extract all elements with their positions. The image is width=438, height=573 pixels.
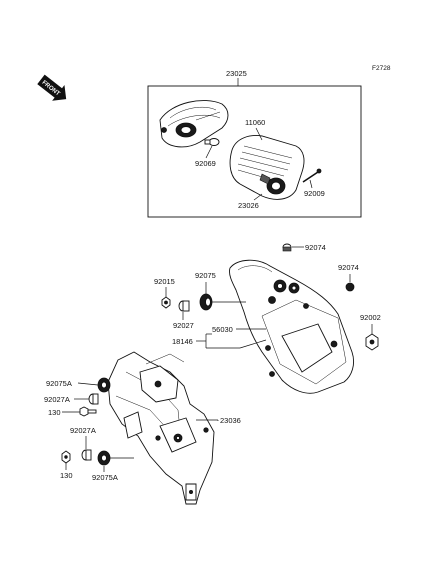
grommet-92074-right [345,282,355,292]
front-arrow-icon: FRONT [37,74,67,101]
label-92002: 92002 [360,313,381,322]
label-18146: 18146 [172,337,193,346]
label-92027: 92027 [173,321,194,330]
collar-92027 [178,300,190,312]
label-92015: 92015 [154,277,175,286]
headlight-lens-unit [229,135,305,200]
label-92075A-bottom: 92075A [92,473,118,482]
label-56030: 56030 [212,325,233,334]
label-92075A-top: 92075A [46,379,72,388]
grommet-92075A-bottom [97,450,111,466]
grommet-92074-top [282,243,292,252]
bulb-92069 [204,138,220,146]
bolt-130-top [79,406,97,417]
label-23026: 23026 [238,201,259,210]
label-130-bottom: 130 [60,471,73,480]
nut-92002 [365,333,379,351]
label-92027A-bottom: 92027A [70,426,96,435]
headlight-stay-23036 [107,351,215,505]
grommet-92075A-top [97,377,111,393]
label-92069: 92069 [195,159,216,168]
headlight-bracket [229,259,355,394]
label-92074-top: 92074 [305,243,326,252]
label-92075: 92075 [195,271,216,280]
label-92009: 92009 [304,189,325,198]
figure-code: F2728 [372,65,391,72]
grommet-92075 [199,293,213,311]
collar-92027A-bottom [81,449,92,461]
label-92027A-top: 92027A [44,395,70,404]
collar-92027A-top [88,393,99,405]
label-11060: 11060 [245,118,265,127]
label-23025: 23025 [226,69,247,78]
label-130-top: 130 [48,408,61,417]
label-92074-right: 92074 [338,263,359,272]
screw-92009 [302,168,322,183]
label-23036: 23036 [220,416,241,425]
headlight-housing [159,100,229,148]
headlight-assembly-box [147,85,362,218]
bolt-130-bottom [61,450,71,464]
nut-92015 [161,296,171,309]
